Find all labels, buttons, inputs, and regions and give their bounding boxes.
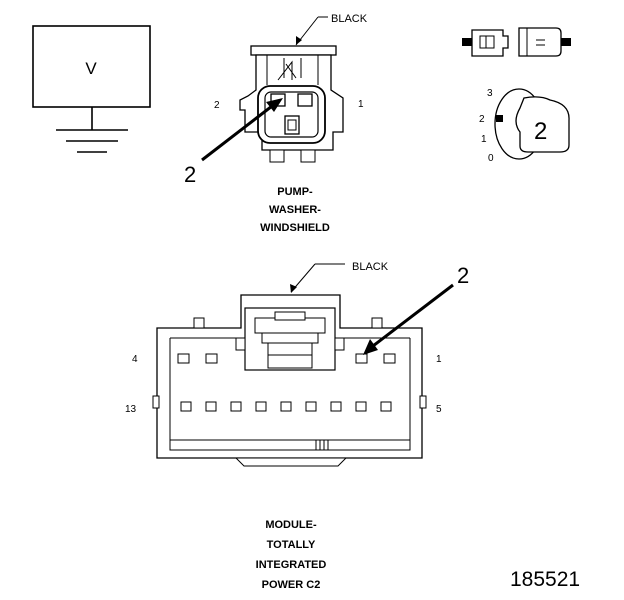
module-color-label: BLACK (352, 261, 389, 273)
probe-position-0: 0 (488, 153, 494, 164)
probe-rotation-detail: 3 2 1 0 2 (479, 88, 570, 164)
pump-pin-right: 1 (358, 99, 364, 110)
probe-position-1: 1 (481, 134, 487, 145)
pump-title-line-3: WINDSHIELD (260, 222, 330, 234)
pump-connector: BLACK 2 1 2 PUMP- WASHER- WINDSHIELD (184, 13, 368, 234)
voltmeter-symbol: V (85, 59, 97, 78)
callout-arrow-icon (363, 339, 378, 355)
module-title-line-3: INTEGRATED (256, 559, 327, 571)
pump-pin-left: 2 (214, 100, 220, 111)
probe-callout-number: 2 (534, 118, 547, 145)
module-pin-top-left: 4 (132, 354, 138, 365)
module-callout-number: 2 (457, 263, 469, 288)
module-connector: BLACK (125, 261, 469, 591)
arrow-icon (290, 284, 297, 293)
module-pin-bottom-left: 13 (125, 404, 137, 415)
figure-number: 185521 (510, 568, 580, 591)
probe-position-2: 2 (479, 114, 485, 125)
module-pin-top-right: 1 (436, 354, 442, 365)
pump-title-line-2: WASHER- (269, 204, 321, 216)
module-title-line-4: POWER C2 (262, 579, 321, 591)
pump-color-label: BLACK (331, 13, 368, 25)
probe-position-3: 3 (487, 88, 493, 99)
module-pin-bottom-right: 5 (436, 404, 442, 415)
probe-terminal-icon (462, 27, 571, 57)
module-title-line-1: MODULE- (265, 519, 317, 531)
pump-callout-number: 2 (184, 162, 196, 187)
pump-title-line-1: PUMP- (277, 186, 313, 198)
callout-arrow-icon (266, 98, 283, 112)
module-title-line-2: TOTALLY (267, 539, 316, 551)
arrow-icon (296, 36, 302, 45)
ground-icon (56, 107, 128, 153)
voltmeter: V (32, 25, 151, 153)
